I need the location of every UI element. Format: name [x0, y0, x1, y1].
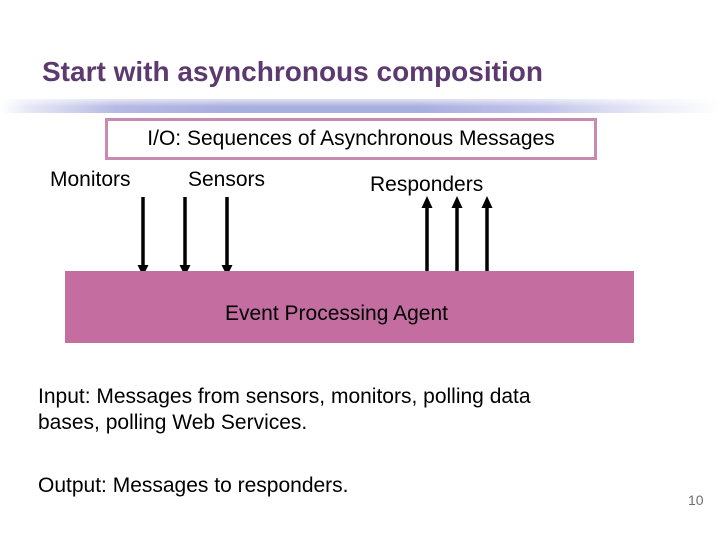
- up-arrow-icon: [481, 196, 493, 271]
- event-processing-agent-label: Event Processing Agent: [225, 302, 448, 325]
- input-description-line2: bases, polling Web Services.: [38, 411, 308, 434]
- up-arrow-icon: [451, 196, 463, 271]
- output-description: Output: Messages to responders.: [38, 474, 349, 497]
- input-description: Input: Messages from sensors, monitors, …: [38, 384, 531, 436]
- up-arrow-icon: [421, 196, 433, 271]
- down-arrow-icon: [179, 197, 191, 276]
- event-processing-agent-box: Event Processing Agent: [65, 271, 634, 343]
- down-arrow-icon: [221, 197, 233, 276]
- label-monitors: Monitors: [50, 168, 131, 191]
- io-box: I/O: Sequences of Asynchronous Messages: [105, 118, 597, 160]
- label-responders: Responders: [370, 173, 484, 196]
- label-sensors: Sensors: [188, 168, 266, 191]
- page-number: 10: [688, 492, 704, 508]
- io-box-label: I/O: Sequences of Asynchronous Messages: [147, 127, 555, 150]
- down-arrow-icon: [137, 197, 149, 276]
- title-divider-bar: [0, 99, 720, 113]
- slide-title: Start with asynchronous composition: [42, 56, 543, 87]
- input-description-line1: Input: Messages from sensors, monitors, …: [38, 385, 531, 408]
